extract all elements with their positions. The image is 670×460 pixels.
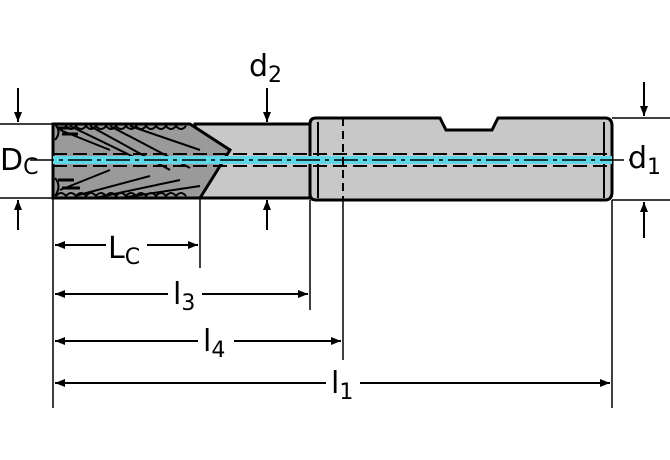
coolant-channel [53, 153, 612, 167]
label-lc: LC [108, 231, 140, 270]
label-d2: d2 [249, 49, 282, 88]
extension-lines [0, 117, 670, 408]
label-d1: d1 [628, 141, 661, 180]
cutter-serrations-bottom [55, 192, 187, 198]
label-l1: l1 [331, 366, 353, 405]
length-dimensions [55, 241, 610, 387]
cutter-serrations-top [55, 124, 187, 130]
label-l4: l4 [203, 324, 225, 363]
label-dc: DC [0, 143, 38, 180]
label-l3: l3 [173, 277, 195, 316]
diameter-arrows [14, 82, 648, 238]
